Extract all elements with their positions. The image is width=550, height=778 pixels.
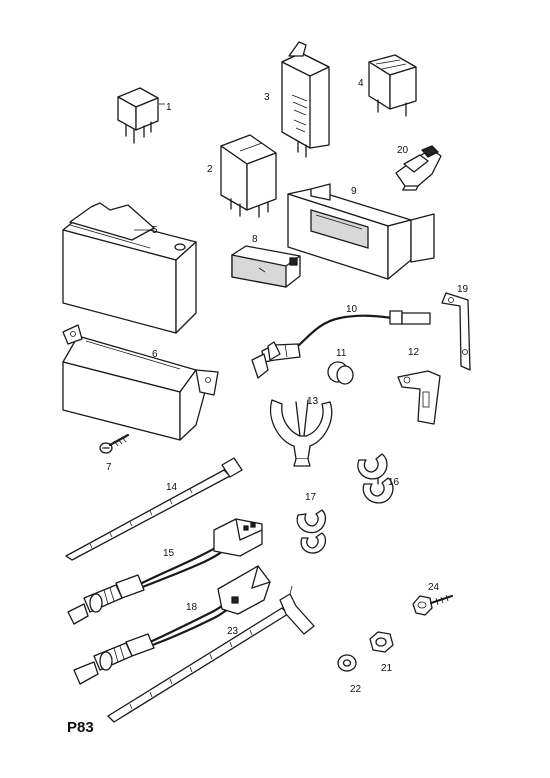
page-code: P83 — [67, 719, 94, 736]
part-21-nut[interactable] — [369, 631, 394, 653]
part-22-washer[interactable] — [337, 654, 357, 672]
part-7-screw[interactable] — [99, 433, 130, 454]
callout-10: 10 — [346, 304, 358, 315]
callout-3: 3 — [264, 92, 270, 103]
part-20-clip[interactable] — [395, 145, 442, 191]
part-14-cable-tie[interactable] — [65, 457, 243, 561]
callout-6: 6 — [152, 349, 158, 360]
callout-11: 11 — [336, 348, 347, 359]
part-3-relay[interactable] — [281, 41, 330, 158]
part-23-cable-tie[interactable] — [107, 585, 315, 723]
part-9-holder[interactable] — [287, 183, 435, 280]
part-18-oxygen-sensor[interactable] — [73, 565, 271, 685]
part-24-bolt[interactable] — [412, 594, 454, 616]
callout-23: 23 — [227, 626, 239, 637]
part-6-bracket[interactable] — [62, 324, 219, 441]
part-1-relay[interactable] — [117, 87, 159, 144]
callout-19: 19 — [457, 284, 469, 295]
callout-20: 20 — [397, 145, 409, 156]
callout-14: 14 — [166, 482, 178, 493]
part-11-grommet[interactable] — [327, 361, 354, 385]
callout-21: 21 — [381, 663, 393, 674]
part-5-control-unit[interactable] — [62, 202, 197, 334]
part-12-bracket[interactable] — [397, 370, 441, 425]
callout-13: 13 — [307, 396, 319, 407]
callout-4: 4 — [358, 78, 364, 89]
callout-15: 15 — [163, 548, 175, 559]
callout-12: 12 — [408, 347, 420, 358]
part-2-relay[interactable] — [220, 134, 277, 218]
part-10-sensor[interactable] — [251, 310, 431, 379]
part-16-clip[interactable] — [357, 453, 394, 504]
callout-17: 17 — [305, 492, 317, 503]
callout-7: 7 — [106, 462, 112, 473]
callout-1: 1 — [166, 102, 172, 113]
callout-8: 8 — [252, 234, 258, 245]
callout-9: 9 — [351, 186, 357, 197]
callout-2: 2 — [207, 164, 213, 175]
callout-24: 24 — [428, 582, 440, 593]
callout-22: 22 — [350, 684, 362, 695]
part-15-oxygen-sensor[interactable] — [67, 518, 263, 625]
part-17-clip[interactable] — [296, 509, 327, 554]
callout-18: 18 — [186, 602, 198, 613]
part-4-relay[interactable] — [368, 54, 417, 117]
callout-5: 5 — [152, 225, 158, 236]
part-19-bracket[interactable] — [441, 292, 471, 371]
callout-16: 16 — [388, 477, 400, 488]
part-8-switch[interactable] — [231, 245, 301, 288]
part-13-clip[interactable] — [269, 399, 333, 467]
